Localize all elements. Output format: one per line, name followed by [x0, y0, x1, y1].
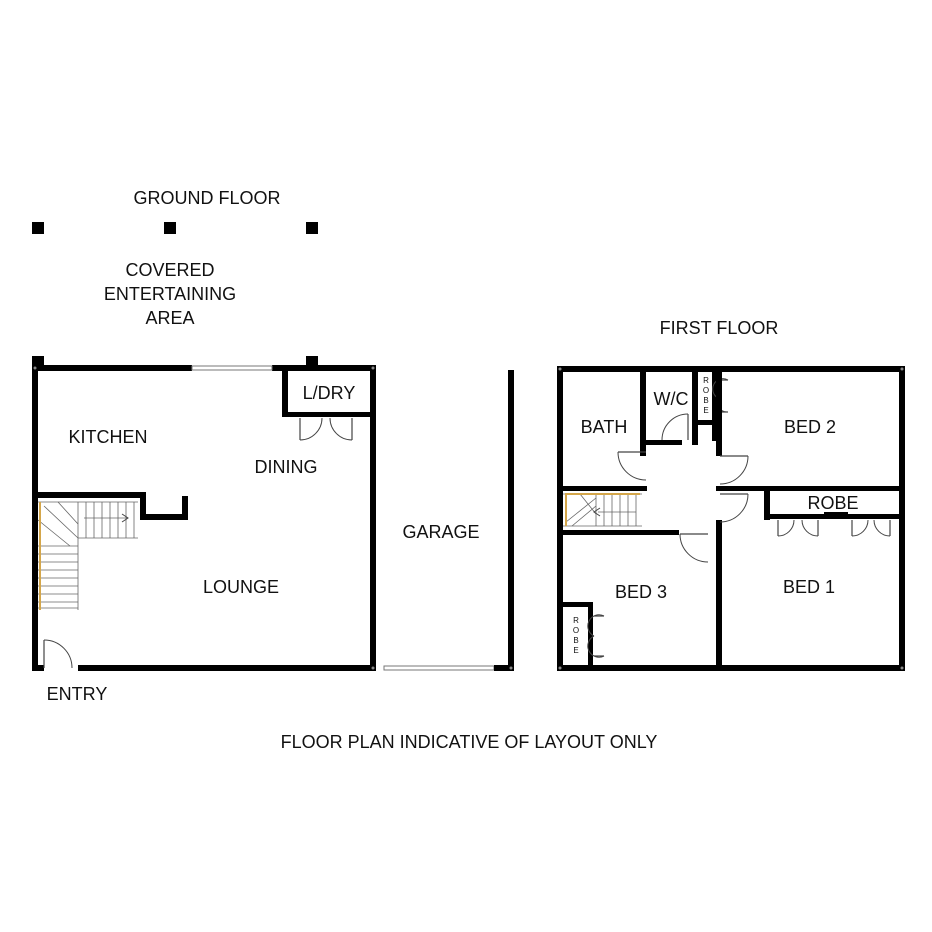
- robe-wall: [563, 602, 593, 607]
- lounge-label: LOUNGE: [202, 577, 280, 597]
- pergola-post: [32, 222, 44, 234]
- robe-label: ROBE: [807, 493, 859, 513]
- bath-label: BATH: [580, 417, 628, 437]
- garage-wall: [494, 665, 514, 671]
- bed2-wall: [716, 366, 722, 456]
- laundry-wall: [282, 365, 288, 417]
- robe-wall: [824, 512, 848, 519]
- wall-corner-markers: [33, 366, 904, 670]
- bed1-label: BED 1: [782, 577, 836, 597]
- stair-wall: [32, 492, 144, 498]
- robe-wall: [712, 366, 718, 441]
- exterior-wall: [370, 365, 376, 671]
- pergola-post: [306, 222, 318, 234]
- exterior-wall: [557, 665, 905, 671]
- stair-wall: [557, 530, 679, 535]
- bed2-label: BED 2: [783, 417, 837, 437]
- wc-wall: [640, 440, 682, 445]
- footer-disclaimer: FLOOR PLAN INDICATIVE OF LAYOUT ONLY: [280, 732, 658, 752]
- laundry-wall: [287, 412, 299, 417]
- exterior-wall: [557, 366, 905, 372]
- pergola-post: [164, 222, 176, 234]
- robe-wall: [764, 488, 770, 520]
- ground-floor-title: GROUND FLOOR: [133, 188, 281, 208]
- robe-sliding-doors: [777, 519, 891, 537]
- bed3-door: [679, 533, 709, 563]
- wc-wall: [692, 366, 698, 445]
- exterior-wall: [557, 366, 563, 671]
- robe-wall: [588, 602, 593, 668]
- bath-wall: [557, 486, 647, 491]
- exterior-wall: [32, 665, 44, 671]
- garage-wall: [508, 370, 514, 671]
- small-robe-label: R O B E: [702, 376, 710, 415]
- laundry-label: L/DRY: [302, 383, 356, 403]
- exterior-wall: [32, 365, 38, 671]
- bath-wall: [640, 366, 646, 456]
- entry-door: [43, 639, 73, 669]
- first-floor-title: FIRST FLOOR: [659, 318, 779, 338]
- garage-label: GARAGE: [402, 522, 480, 542]
- bed3-robe-label: R O B E: [572, 616, 580, 655]
- first-staircase: [563, 493, 642, 527]
- stair-rail: [565, 493, 640, 526]
- dining-label: DINING: [254, 457, 318, 477]
- entry-label: ENTRY: [46, 684, 108, 704]
- bed2-wall: [716, 486, 905, 491]
- ground-staircase: [37, 501, 138, 610]
- first-floor-plan: [33, 366, 905, 671]
- ground-floor-plan: [32, 222, 514, 671]
- garage-door: [383, 665, 495, 671]
- bath-door: [617, 451, 647, 481]
- robe-wall: [692, 420, 718, 425]
- bed3-robe-door: [587, 614, 605, 658]
- kitchen-label: KITCHEN: [68, 427, 148, 447]
- stair-wall: [140, 492, 146, 518]
- exterior-wall: [272, 365, 376, 371]
- wc-door: [661, 413, 689, 441]
- laundry-wall: [282, 412, 376, 417]
- bed1-door: [719, 493, 749, 523]
- wc-label: W/C: [653, 389, 689, 409]
- exterior-wall: [78, 665, 376, 671]
- exterior-wall: [32, 365, 192, 371]
- bed2-door: [719, 455, 749, 485]
- stair-wall: [182, 496, 188, 520]
- sliding-door-window: [191, 365, 273, 371]
- stair-wall: [140, 514, 188, 520]
- covered-entertaining-label: COVERED ENTERTAINING AREA: [103, 260, 237, 328]
- bed1-wall: [716, 520, 722, 671]
- bed3-label: BED 3: [614, 582, 668, 602]
- laundry-double-door: [299, 417, 353, 441]
